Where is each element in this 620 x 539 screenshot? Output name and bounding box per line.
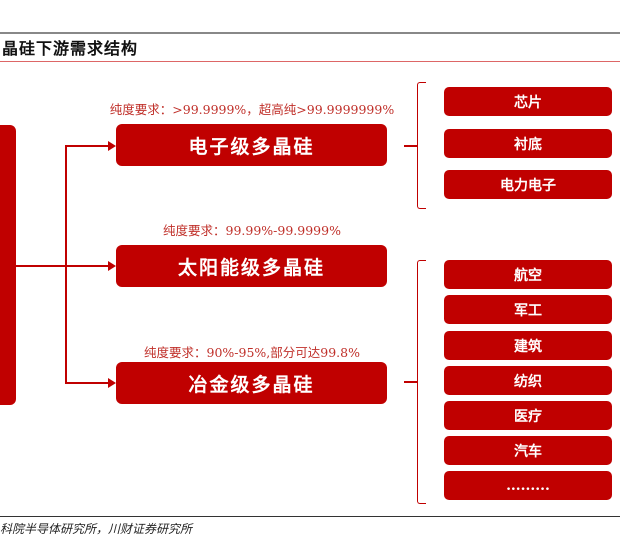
use-aviation: 航空 [444, 260, 612, 289]
purity-note-electronic: 纯度要求：>99.9999%，超高纯>99.9999999% [109, 102, 395, 117]
use-medical: 医疗 [444, 401, 612, 430]
connector [16, 265, 66, 267]
bracket [417, 260, 426, 504]
connector [65, 382, 110, 384]
grade-electronic: 电子级多晶硅 [116, 124, 387, 166]
arrow-icon [108, 141, 116, 151]
source-note: 科院半导体研究所，川财证券研究所 [0, 522, 193, 536]
arrow-icon [108, 261, 116, 271]
grade-metallurgical: 冶金级多晶硅 [116, 362, 387, 404]
connector [65, 265, 110, 267]
use-automotive: 汽车 [444, 436, 612, 465]
use-construction: 建筑 [444, 331, 612, 360]
purity-note-metallurgical: 纯度要求：90%-95%,部分可达99.8% [144, 345, 360, 360]
purity-note-solar: 纯度要求：99.99%-99.9999% [163, 223, 341, 238]
arrow-icon [108, 378, 116, 388]
title-rule [0, 61, 620, 62]
source-box [0, 125, 16, 405]
footer-rule [0, 516, 620, 517]
grade-solar: 太阳能级多晶硅 [116, 245, 387, 287]
use-chip: 芯片 [444, 87, 612, 116]
bracket [417, 82, 426, 209]
use-textile: 纺织 [444, 366, 612, 395]
use-military: 军工 [444, 295, 612, 324]
connector [65, 145, 110, 147]
connector [404, 381, 418, 383]
use-substrate: 衬底 [444, 129, 612, 158]
use-more: ......... [444, 471, 612, 500]
connector [65, 145, 67, 383]
top-rule [0, 32, 620, 34]
figure-title: 晶硅下游需求结构 [2, 39, 139, 58]
use-power-electronics: 电力电子 [444, 170, 612, 199]
connector [404, 145, 418, 147]
